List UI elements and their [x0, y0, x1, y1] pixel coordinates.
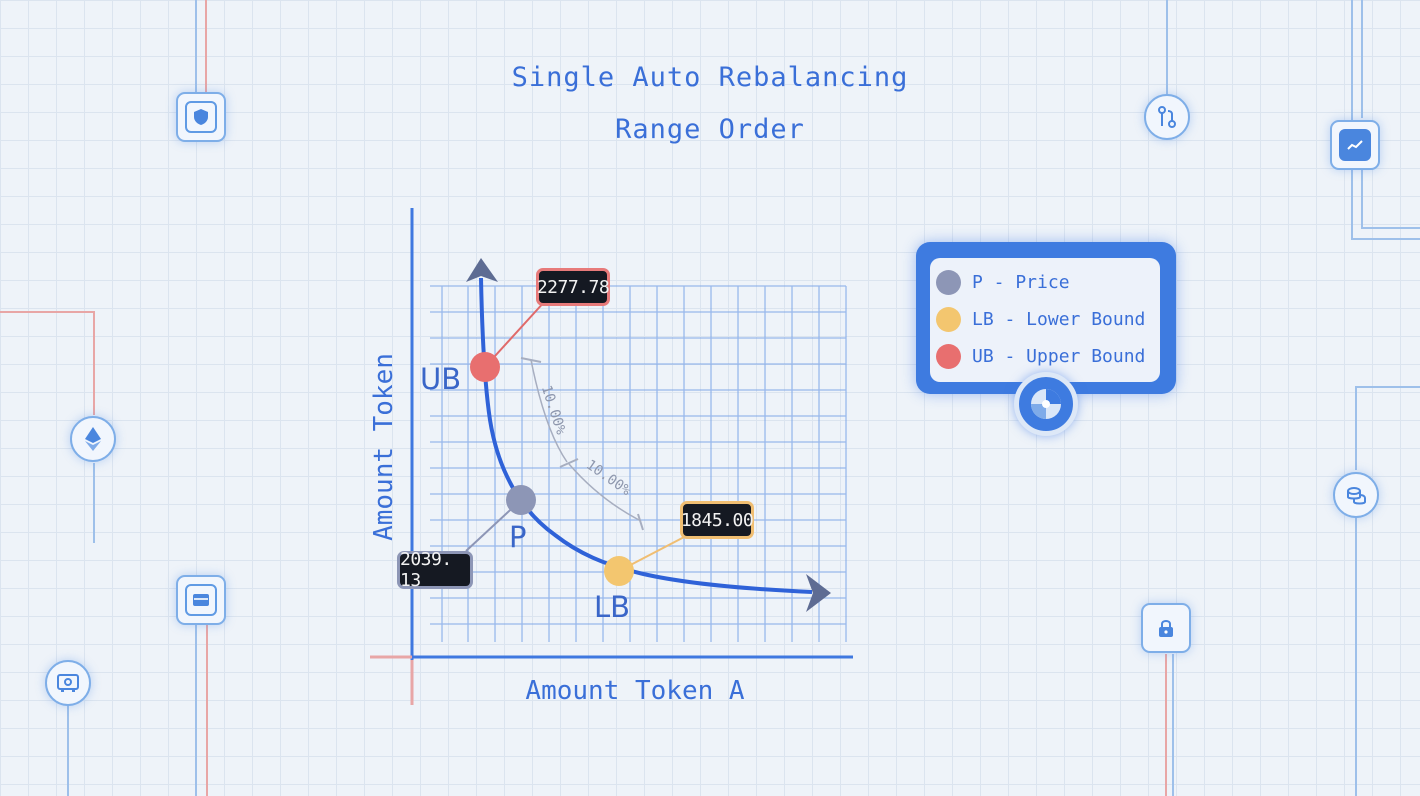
upper-bound-label: UB: [420, 362, 462, 396]
y-axis-label: Amount Token: [369, 353, 399, 541]
curve-arrow-right: [806, 574, 831, 612]
upper-bound-point: [470, 352, 500, 382]
coins-icon[interactable]: [1333, 472, 1379, 518]
page-subtitle: Range Order: [615, 114, 805, 145]
wallet-icon[interactable]: [176, 575, 226, 625]
ub-leader: [484, 299, 547, 368]
branch-icon[interactable]: [1144, 94, 1190, 140]
price-point: [506, 485, 536, 515]
price-readout: 2039. 13: [397, 549, 473, 591]
legend-item-upper-bound: UB - Upper Bound: [936, 338, 1160, 375]
x-axis-label: Amount Token A: [525, 676, 745, 706]
legend-dot: [936, 344, 961, 369]
lock-icon[interactable]: [1141, 603, 1191, 653]
lower-bound-label: LB: [594, 590, 631, 624]
pie-chart-icon: [1014, 372, 1078, 436]
lower-bound-point: [604, 556, 634, 586]
legend-dot: [936, 307, 961, 332]
price-label: P: [509, 520, 527, 554]
chart-icon[interactable]: [1330, 120, 1380, 170]
legend-label: LB - Lower Bound: [972, 309, 1146, 330]
safe-icon[interactable]: [45, 660, 91, 706]
upper-range-arc: [530, 359, 568, 463]
legend-label: P - Price: [972, 272, 1070, 293]
legend-item-lower-bound: LB - Lower Bound: [936, 301, 1160, 338]
legend-dot: [936, 270, 961, 295]
liquidity-curve: [479, 277, 813, 594]
legend-item-price: P - Price: [936, 264, 1160, 301]
legend-label: UB - Upper Bound: [972, 346, 1146, 367]
lower-bound-readout: 1845.00: [680, 501, 754, 539]
legend: P - Price LB - Lower Bound UB - Upper Bo…: [916, 242, 1176, 394]
lower-range-arc: [568, 463, 642, 522]
chart-grid: [430, 285, 847, 642]
ethereum-icon[interactable]: [70, 416, 116, 462]
upper-bound-readout: 2277.78: [536, 268, 610, 306]
shield-icon[interactable]: [176, 92, 226, 142]
page-title: Single Auto Rebalancing: [511, 62, 909, 93]
curve-arrow-up: [466, 258, 498, 282]
